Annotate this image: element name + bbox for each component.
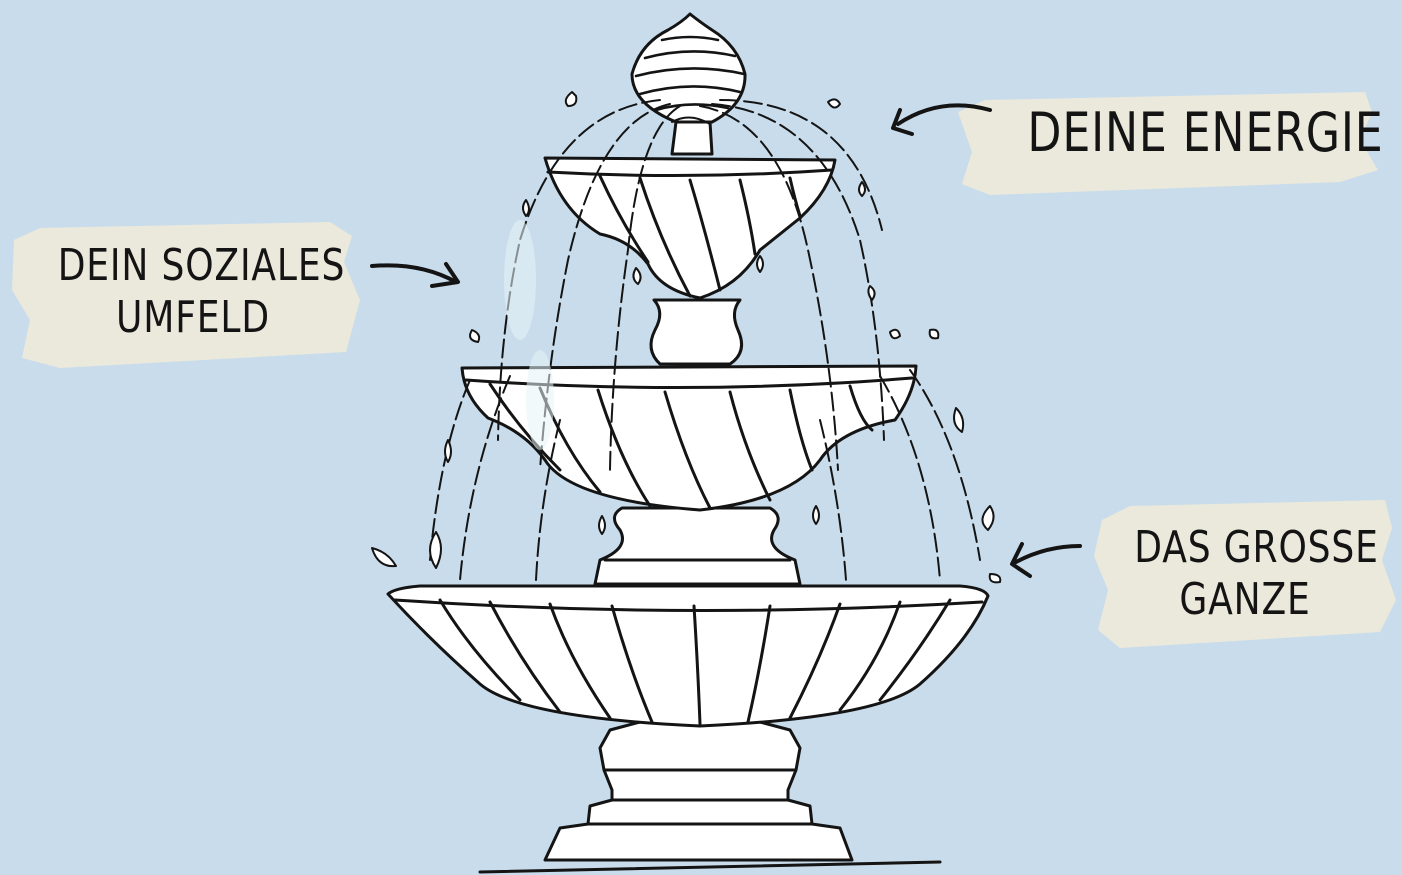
label-soziales-umfeld: DEIN SOZIALES UMFELD bbox=[58, 240, 329, 344]
fountain-base bbox=[545, 722, 852, 860]
label-soziales-umfeld-line1: DEIN SOZIALES bbox=[58, 240, 329, 292]
top-neck bbox=[672, 122, 712, 154]
label-grosse-ganze: DAS GROSSE GANZE bbox=[1134, 522, 1355, 626]
label-grosse-ganze-line1: DAS GROSSE bbox=[1134, 522, 1355, 574]
arrow-right-icon bbox=[372, 264, 458, 286]
label-deine-energie-text: DEINE ENERGIE bbox=[1027, 98, 1322, 168]
label-soziales-umfeld-line2: UMFELD bbox=[58, 292, 329, 344]
upper-stem bbox=[651, 300, 742, 364]
label-grosse-ganze-line2: GANZE bbox=[1134, 574, 1355, 626]
arrow-left-icon bbox=[1012, 544, 1080, 576]
fountain bbox=[372, 14, 1000, 872]
lower-stem bbox=[595, 508, 800, 584]
label-deine-energie: DEINE ENERGIE bbox=[1027, 98, 1322, 168]
ground-line bbox=[480, 862, 940, 872]
